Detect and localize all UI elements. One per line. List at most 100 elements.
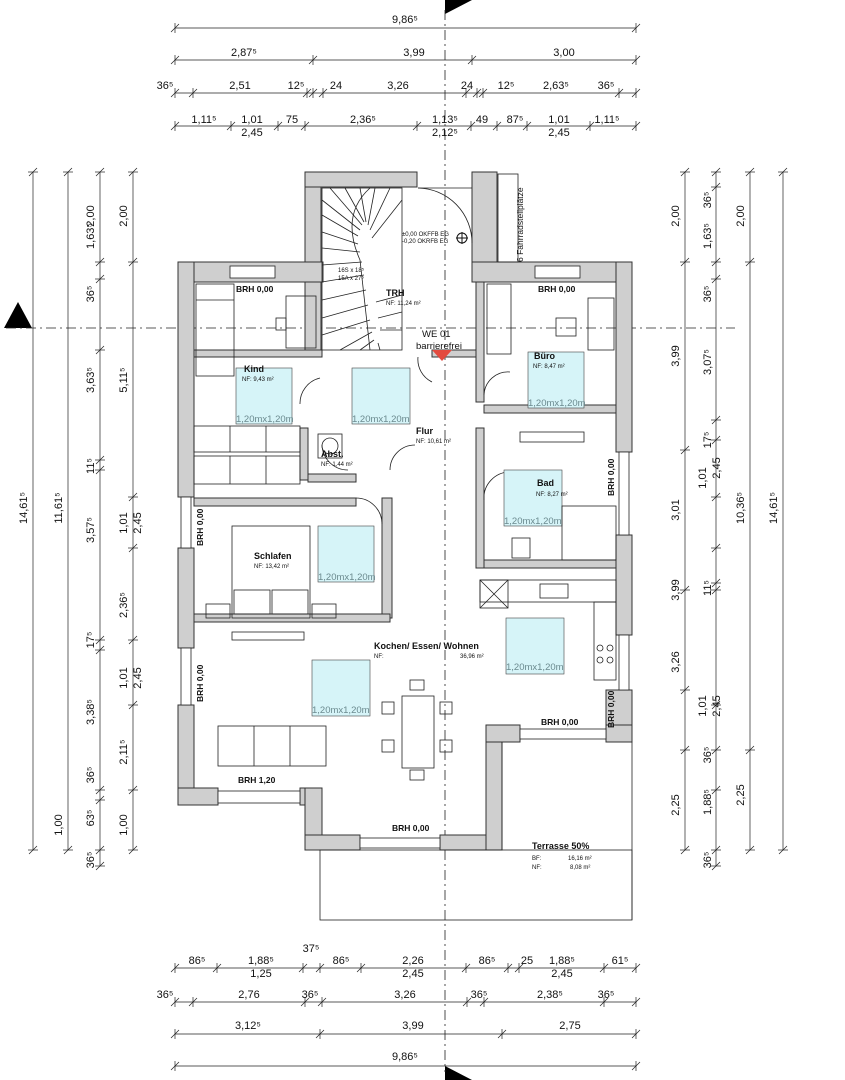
dim-label: 2,75 [559, 1020, 580, 1032]
dim-label: 36⁵ [302, 989, 319, 1001]
dim-label: 36⁵ [702, 747, 714, 764]
turning-area-living [311, 659, 371, 717]
stair-treads: 15A x 27⁵ [338, 275, 364, 282]
dim-label: 2,45 [711, 695, 723, 716]
dim-label: 1,88⁵ [702, 789, 714, 815]
dim-label: 1,11⁵ [594, 114, 619, 126]
unit-subtitle: barrierefrei [416, 341, 462, 352]
dim-label: 3,26 [670, 651, 682, 672]
shelf-buero [486, 283, 512, 355]
turning-label: 1,20mx1,20m [506, 662, 564, 673]
brh-terrace: BRH 0,00 [541, 717, 579, 727]
dimensions-left: 14,61⁵ 11,61⁵ 1,00 2,00 1,63⁵ 36⁵ 3,63⁵ … [18, 205, 144, 868]
turning-label: 1,20mx1,20m [504, 516, 562, 527]
dim-label: 1,01 [241, 114, 262, 126]
dim-label: 86⁵ [333, 955, 350, 967]
dimensions-bottom: 86⁵ 1,88⁵ 37⁵ 86⁵ 2,26 86⁵ 25 1,88⁵ 61⁵ … [157, 943, 629, 1063]
turning-label: 1,20mx1,20m [236, 414, 294, 425]
tv-board [231, 631, 305, 641]
dim-label: 14,61⁵ [768, 492, 780, 524]
sink-bad [519, 431, 585, 443]
brh-kind: BRH 0,00 [236, 284, 274, 294]
kitchen-counter [479, 579, 617, 603]
room-name-flur: Flur [416, 426, 433, 436]
turning-area-schlafen [317, 525, 375, 583]
dim-label: 2,36⁵ [350, 114, 376, 126]
turning-label: 1,20mx1,20m [312, 705, 370, 716]
dim-label: 3,00 [553, 47, 574, 59]
dim-label: 36⁵ [85, 852, 97, 869]
room-area-kind: NF: 9,43 m² [242, 377, 274, 383]
dim-label: 11⁵ [702, 580, 714, 596]
dim-label: 1,01 [697, 467, 709, 488]
dim-label: 1,88⁵ [549, 955, 575, 967]
terrasse-nf-label: NF: [532, 865, 542, 871]
dimensions-top: 9,86⁵ 2,87⁵ 3,99 3,00 36⁵ 2,51 12⁵ 24 3,… [157, 14, 620, 139]
dim-label: 24 [461, 80, 473, 92]
dim-label: 1,88⁵ [248, 955, 274, 967]
dim-label: 86⁵ [479, 955, 496, 967]
room-name-kind: Kind [244, 364, 264, 374]
dimension-lines [28, 23, 788, 1071]
terrasse-bf-label: BF: [532, 856, 542, 862]
dim-label: 2,00 [118, 205, 130, 226]
room-area-bad: NF: 8,27 m² [536, 492, 568, 498]
dim-label: 3,63⁵ [85, 367, 97, 393]
dim-label: 49 [476, 114, 488, 126]
dim-label: 1,11⁵ [191, 114, 216, 126]
turning-area-kitchen [505, 617, 565, 675]
dim-label: 1,01 [697, 695, 709, 716]
dim-label: 2,45 [551, 968, 572, 980]
dim-label: 36⁵ [702, 286, 714, 303]
turning-label: 1,20mx1,20m [352, 414, 410, 425]
section-marker-left [4, 302, 32, 328]
dim-label: 2,45 [402, 968, 423, 980]
turning-area-kind [235, 367, 293, 425]
dim-label: 36⁵ [157, 80, 174, 92]
brh-west-1: BRH 0,00 [195, 508, 205, 546]
dim-label: 36⁵ [85, 767, 97, 784]
dim-label: 24 [330, 80, 342, 92]
brh-south-2: BRH 0,00 [392, 823, 430, 833]
dim-label: 2,25 [735, 784, 747, 805]
turning-areas: 1,20mx1,20m 1,20mx1,20m 1,20mx1,20m 1,20… [235, 351, 586, 717]
dim-label: 12⁵ [288, 80, 305, 92]
level-ffb: ±0,00 OKFFB EG [402, 232, 449, 238]
dim-label: 2,36⁵ [118, 592, 130, 618]
dining-table [401, 695, 435, 769]
room-name-buero: Büro [534, 351, 555, 361]
dim-label: 1,01 [118, 667, 130, 688]
dim-label: 2,87⁵ [231, 47, 257, 59]
level-rfb: -0,20 OKRFB EG [402, 239, 449, 245]
windows [180, 265, 630, 849]
brh-buero: BRH 0,00 [538, 284, 576, 294]
room-name-trh: TRH [386, 288, 405, 298]
dim-label: 2,25 [670, 794, 682, 815]
turning-label: 1,20mx1,20m [318, 572, 376, 583]
dim-label: 3,57⁵ [85, 517, 97, 543]
wardrobe-flur [193, 455, 301, 485]
room-name-bad: Bad [537, 478, 554, 488]
dim-label: 3,26 [387, 80, 408, 92]
dim-label: 1,01 [548, 114, 569, 126]
room-area-trh: NF: 11,24 m² [386, 301, 421, 307]
dim-label: 1,63⁵ [702, 223, 714, 249]
terrace [319, 742, 633, 921]
dim-label: 3,01 [670, 499, 682, 520]
unit-name: WE 01 [422, 329, 451, 340]
dim-label: 36⁵ [157, 989, 174, 1001]
dim-label: 2,26 [402, 955, 423, 967]
dim-label: 61⁵ [612, 955, 629, 967]
room-area-buero: NF: 8,47 m² [533, 364, 565, 370]
dim-label: 36⁵ [702, 852, 714, 869]
stair-steps: 16S x 18⁵ [338, 267, 365, 274]
dim-label: 17⁵ [702, 432, 714, 449]
dim-label: 3,07⁵ [702, 349, 714, 375]
turning-area-buero [527, 351, 585, 409]
desk-buero [587, 297, 615, 351]
dim-label: 37⁵ [303, 943, 320, 955]
dim-label: 1,25 [250, 968, 271, 980]
furniture [193, 173, 617, 781]
dim-label: 36⁵ [85, 286, 97, 303]
dimensions-right: 2,00 3,99 3,01 3,99 3,26 2,25 36⁵ 1,63⁵ … [670, 192, 780, 869]
